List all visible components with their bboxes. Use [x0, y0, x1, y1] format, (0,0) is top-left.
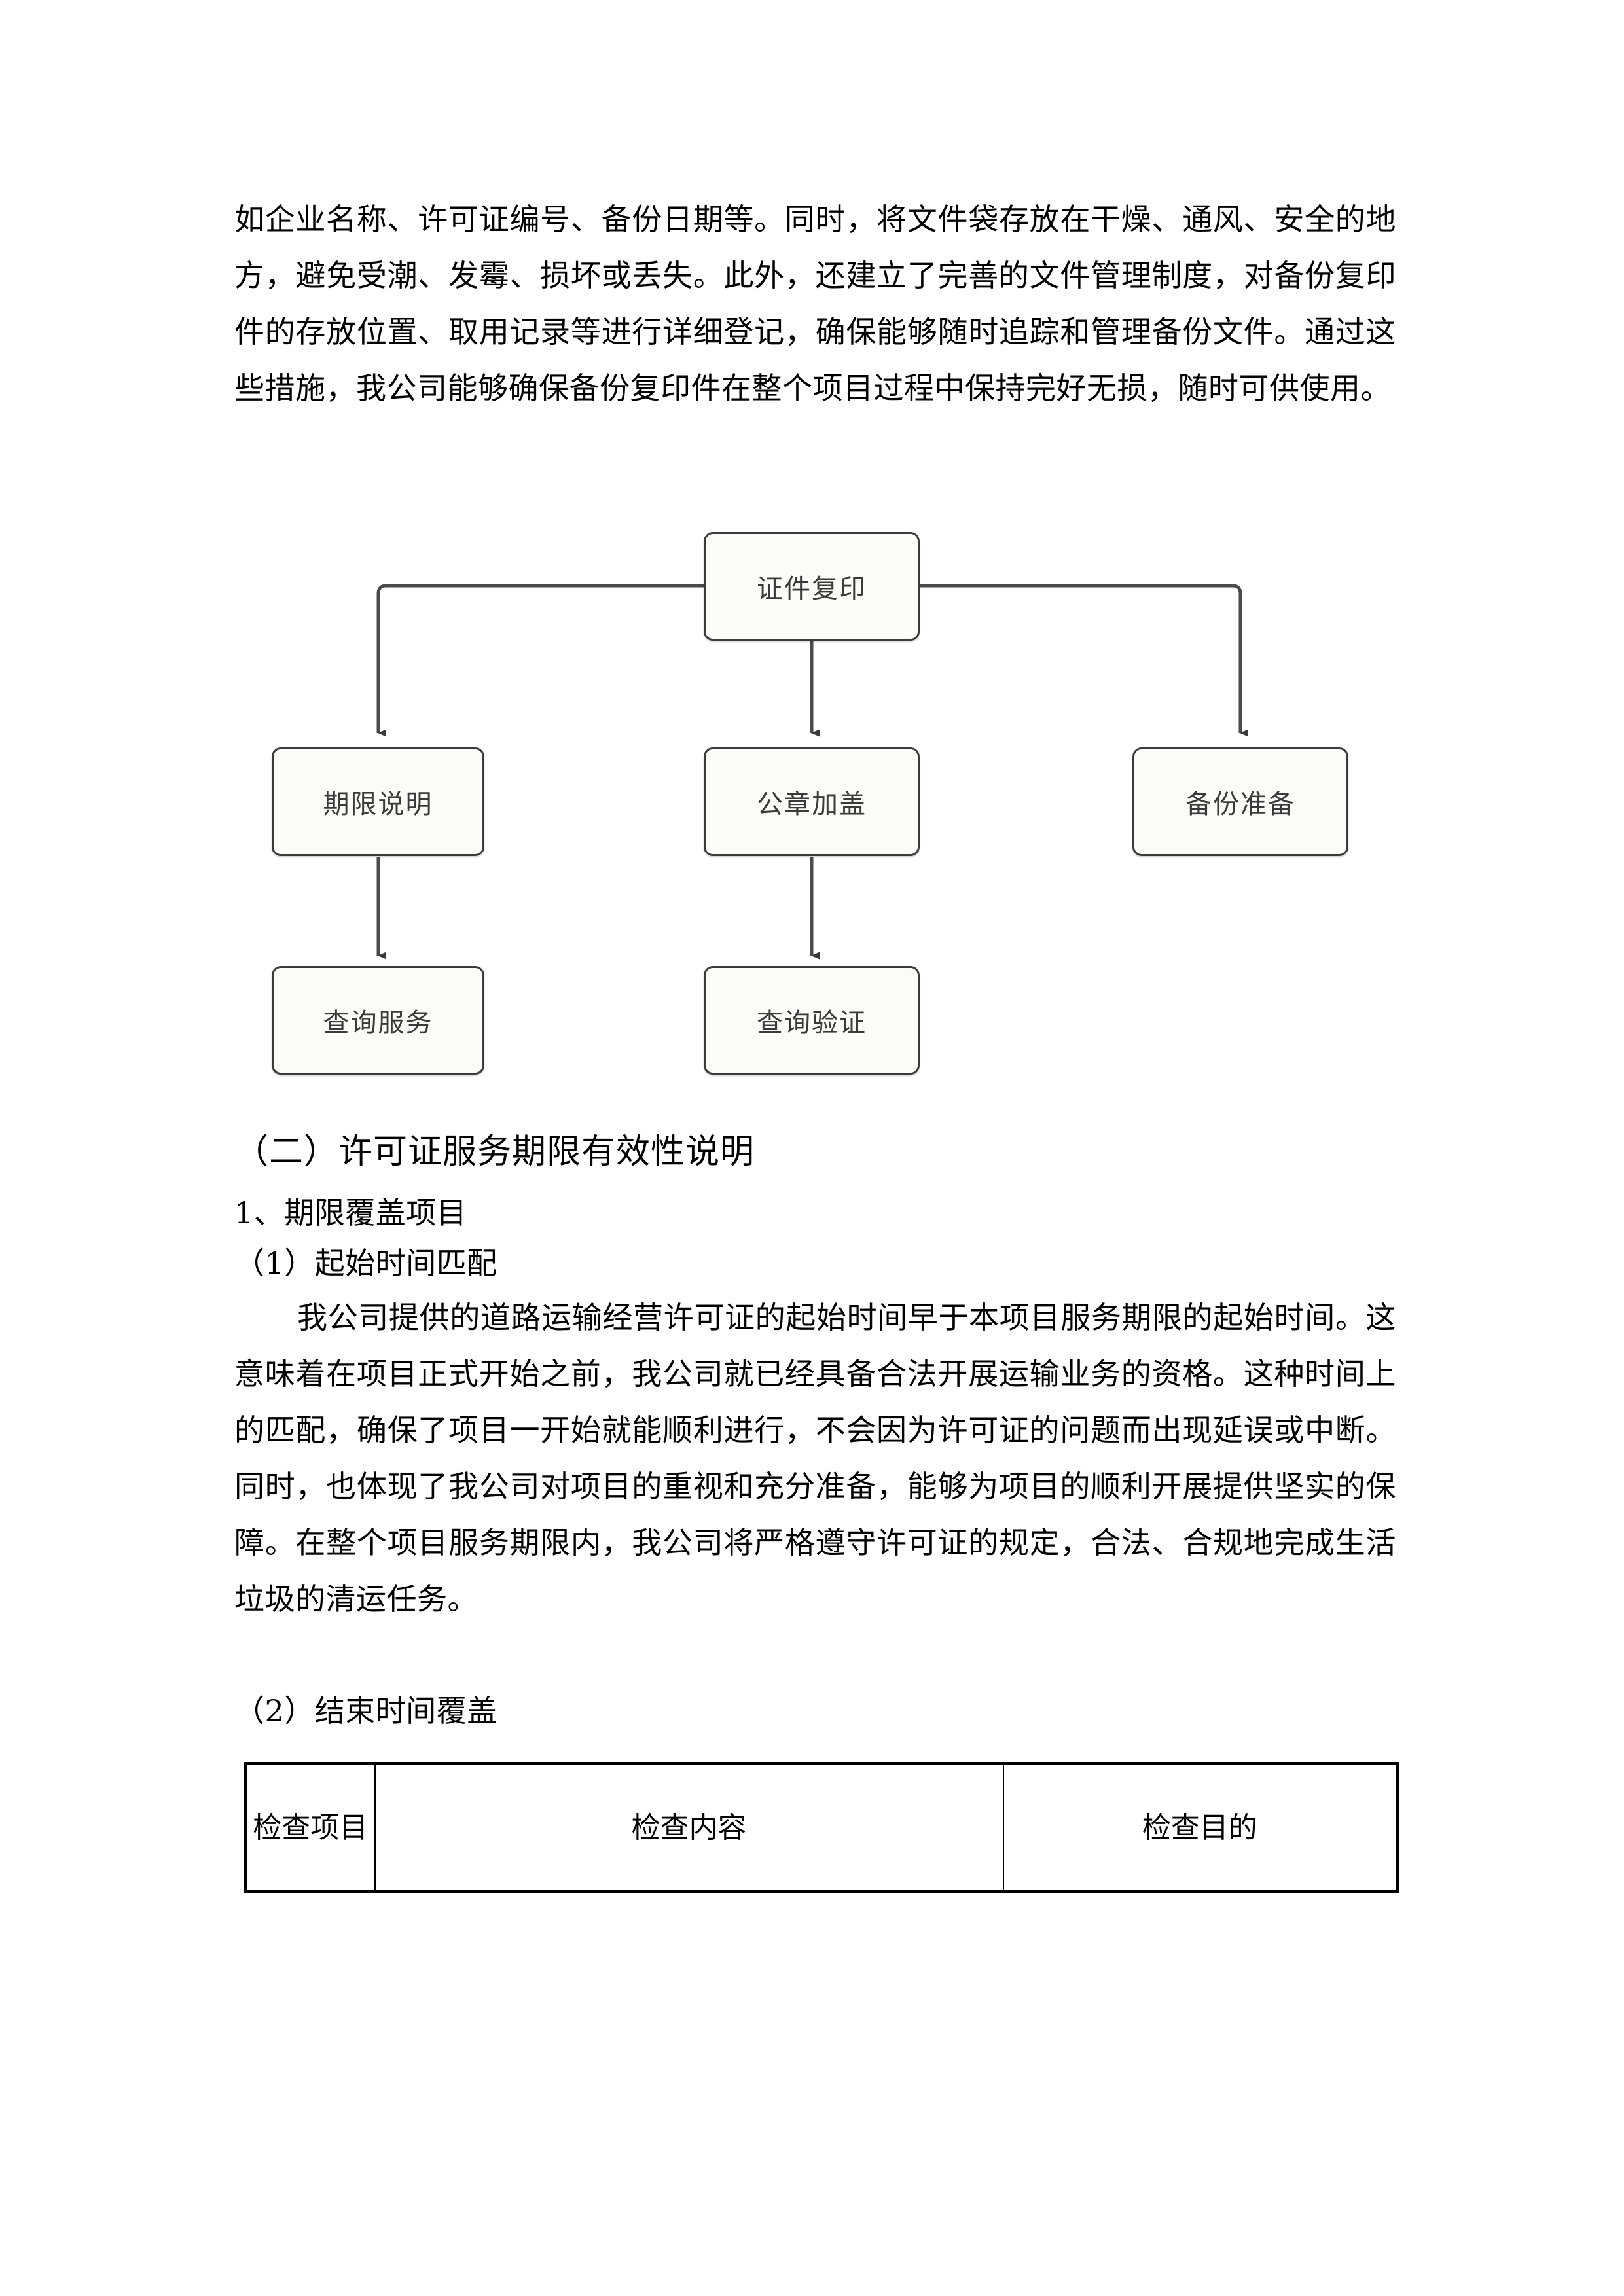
flow-node-official-seal[interactable]: 公章加盖 — [704, 747, 920, 856]
inspection-table: 检查项目 检查内容 检查目的 — [244, 1762, 1399, 1893]
flow-node-term-description-label: 期限说明 — [323, 789, 433, 819]
flowchart-certificate-copy: 证件复印 期限说明 公章加盖 备份准备 查询服务 查询验证 — [234, 517, 1399, 1093]
flow-node-official-seal-label: 公章加盖 — [757, 789, 867, 819]
flow-node-query-verification[interactable]: 查询验证 — [704, 966, 920, 1075]
table-header-check-item: 检查项目 — [244, 1763, 376, 1893]
flow-node-root[interactable]: 证件复印 — [704, 532, 920, 641]
flow-node-backup-prep[interactable]: 备份准备 — [1132, 747, 1348, 856]
item-heading-end-time: （2）结束时间覆盖 — [234, 1693, 497, 1729]
flow-node-term-description[interactable]: 期限说明 — [272, 747, 484, 856]
flow-node-query-service[interactable]: 查询服务 — [272, 966, 484, 1075]
flow-node-query-service-label: 查询服务 — [323, 1008, 433, 1038]
table-header-check-purpose: 检查目的 — [1002, 1763, 1398, 1893]
section-heading: （二）许可证服务期限有效性说明 — [234, 1132, 755, 1172]
item-heading-start-time: （1）起始时间匹配 — [234, 1246, 497, 1281]
paragraph-backup-storage: 如企业名称、许可证编号、备份日期等。同时，将文件袋存放在干燥、通风、安全的地方，… — [234, 202, 1396, 406]
table-row: 检查项目 检查内容 检查目的 — [244, 1763, 1398, 1893]
table-header-check-content: 检查内容 — [374, 1763, 1004, 1893]
flow-node-backup-prep-label: 备份准备 — [1185, 789, 1295, 819]
flow-node-query-verification-label: 查询验证 — [757, 1008, 867, 1038]
subsection-heading: 1、期限覆盖项目 — [234, 1195, 467, 1230]
flowchart-connectors — [376, 584, 1248, 960]
paragraph-start-time-match: 我公司提供的道路运输经营许可证的起始时间早于本项目服务期限的起始时间。这意味着在… — [234, 1300, 1396, 1617]
flow-node-root-label: 证件复印 — [757, 574, 867, 604]
